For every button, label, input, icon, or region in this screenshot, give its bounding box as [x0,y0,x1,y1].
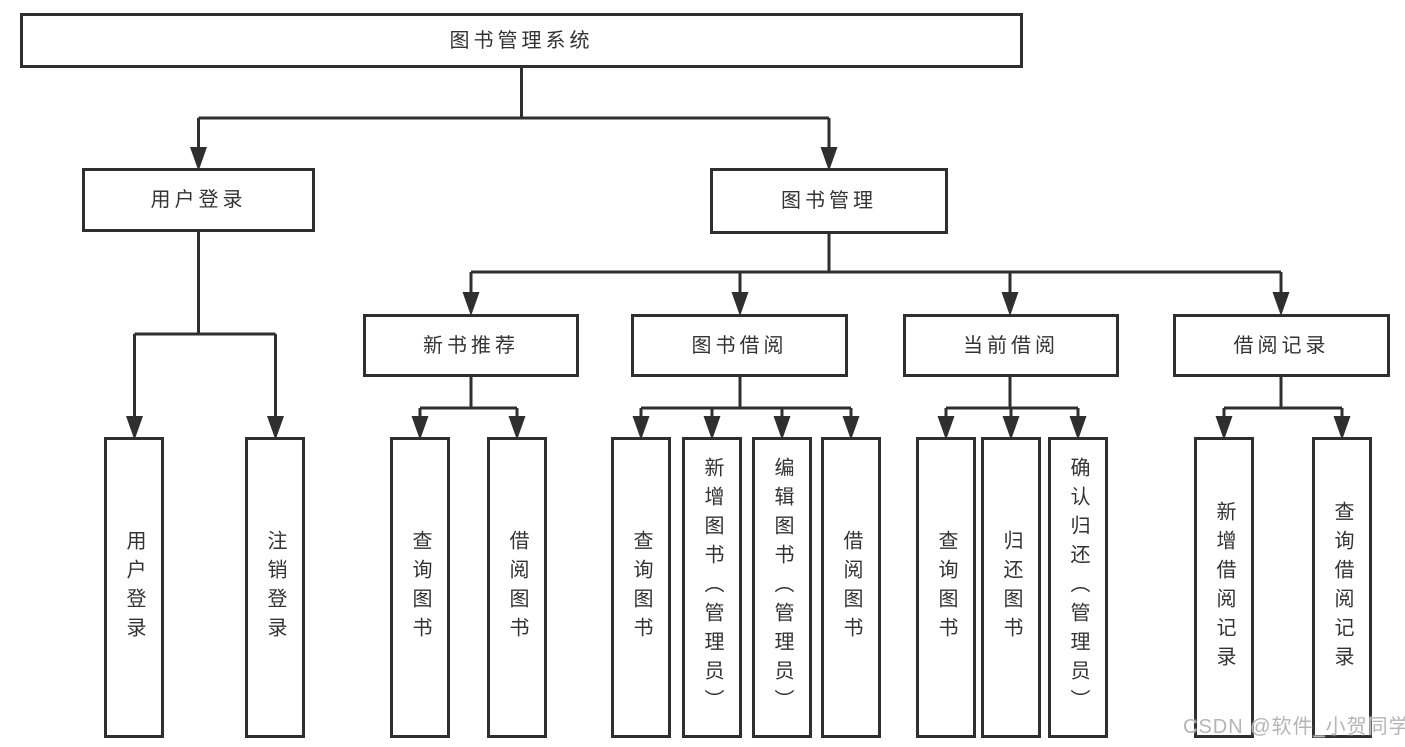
leaf-confirm-return-admin: 确认归还（管理员） [1048,437,1108,738]
node-library-system-label: 图书管理系统 [449,29,594,52]
leaf-user-login: 用户登录 [104,437,164,738]
leaf-current-query-book: 查询图书 [916,437,976,738]
node-book-management-label: 图书管理 [781,190,877,212]
leaf-borrow-book-label: 借阅图书 [840,529,862,646]
node-borrow-records-label: 借阅记录 [1233,334,1330,357]
node-current-borrow-label: 当前借阅 [963,334,1059,357]
node-book-borrow-label: 图书借阅 [691,334,788,357]
leaf-add-book-admin-label: 新增图书（管理员） [701,457,723,718]
leaf-edit-book-admin: 编辑图书（管理员） [752,437,812,738]
leaf-return-book: 归还图书 [981,437,1041,738]
leaf-borrow-query-book-label: 查询图书 [630,529,652,646]
leaf-recommend-query-book-label: 查询图书 [409,529,431,646]
node-new-book-recommend: 新书推荐 [363,314,579,377]
node-book-management: 图书管理 [710,168,948,234]
leaf-edit-book-admin-label: 编辑图书（管理员） [771,457,793,718]
node-book-borrow: 图书借阅 [631,314,848,377]
leaf-user-login-label: 用户登录 [123,529,145,646]
watermark: CSDN @软件_小贺同学 [1183,716,1405,738]
leaf-recommend-borrow-book: 借阅图书 [487,437,547,738]
node-library-system: 图书管理系统 [20,13,1023,68]
leaf-confirm-return-admin-label: 确认归还（管理员） [1067,457,1089,718]
leaf-recommend-borrow-book-label: 借阅图书 [506,529,528,646]
leaf-recommend-query-book: 查询图书 [390,437,450,738]
leaf-current-query-book-label: 查询图书 [935,529,957,646]
leaf-borrow-query-book: 查询图书 [611,437,671,738]
node-borrow-records: 借阅记录 [1173,314,1390,377]
leaf-query-borrow-record: 查询借阅记录 [1312,437,1372,738]
node-new-book-recommend-label: 新书推荐 [423,334,519,357]
node-user-login: 用户登录 [82,168,315,232]
leaf-query-borrow-record-label: 查询借阅记录 [1331,500,1353,675]
leaf-logout-label: 注销登录 [264,529,286,646]
leaf-add-borrow-record: 新增借阅记录 [1194,437,1254,738]
leaf-add-book-admin: 新增图书（管理员） [682,437,742,738]
node-current-borrow: 当前借阅 [903,314,1119,377]
leaf-logout: 注销登录 [245,437,305,738]
leaf-return-book-label: 归还图书 [1000,529,1022,646]
leaf-add-borrow-record-label: 新增借阅记录 [1213,500,1235,675]
node-user-login-label: 用户登录 [150,189,247,211]
leaf-borrow-book: 借阅图书 [821,437,881,738]
